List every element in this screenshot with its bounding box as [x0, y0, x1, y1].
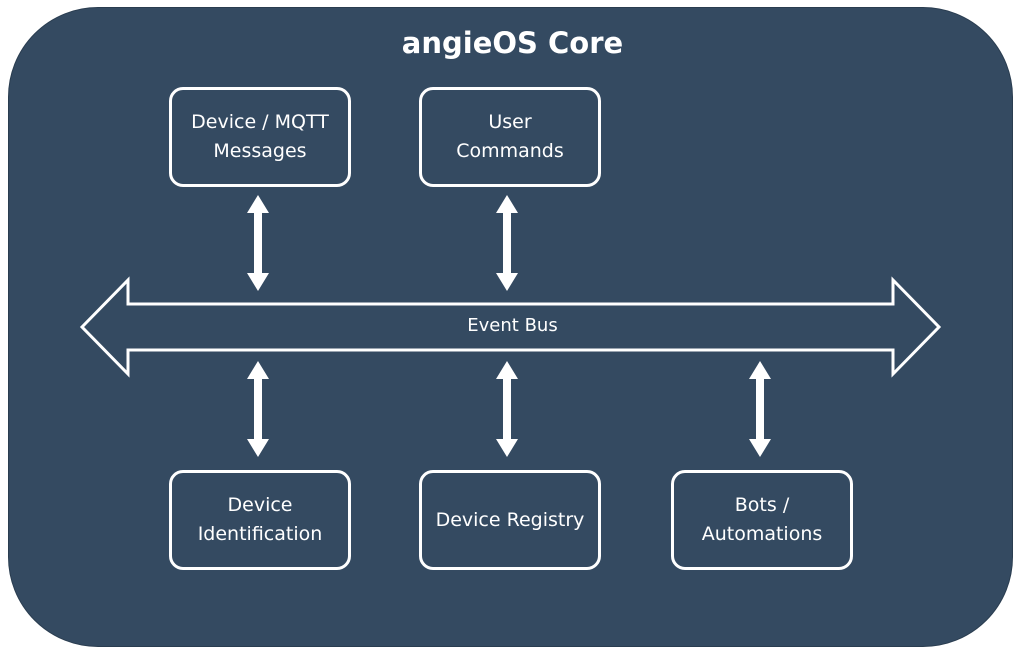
- arrow-bus-bots: [749, 361, 771, 457]
- arrow-bus-identification: [247, 361, 269, 457]
- arrow-commands-bus: [496, 195, 518, 291]
- node-device-identification: Device Identification: [169, 470, 351, 570]
- node-label: Device Identification: [197, 494, 323, 545]
- node-label: User Commands: [456, 111, 564, 162]
- event-bus-arrow: [79, 276, 942, 378]
- node-label: Bots / Automations: [701, 494, 823, 545]
- event-bus-label: Event Bus: [467, 315, 558, 336]
- arrow-mqtt-bus: [247, 195, 269, 291]
- node-device-mqtt-messages: Device / MQTT Messages: [169, 87, 351, 187]
- node-device-registry: Device Registry: [419, 470, 601, 570]
- diagram-title: angieOS Core: [401, 26, 624, 60]
- core-panel: [8, 7, 1013, 647]
- node-label: Device / MQTT Messages: [191, 111, 329, 162]
- arrow-bus-registry: [496, 361, 518, 457]
- node-bots-automations: Bots / Automations: [671, 470, 853, 570]
- node-label: Device Registry: [435, 508, 585, 531]
- node-user-commands: User Commands: [419, 87, 601, 187]
